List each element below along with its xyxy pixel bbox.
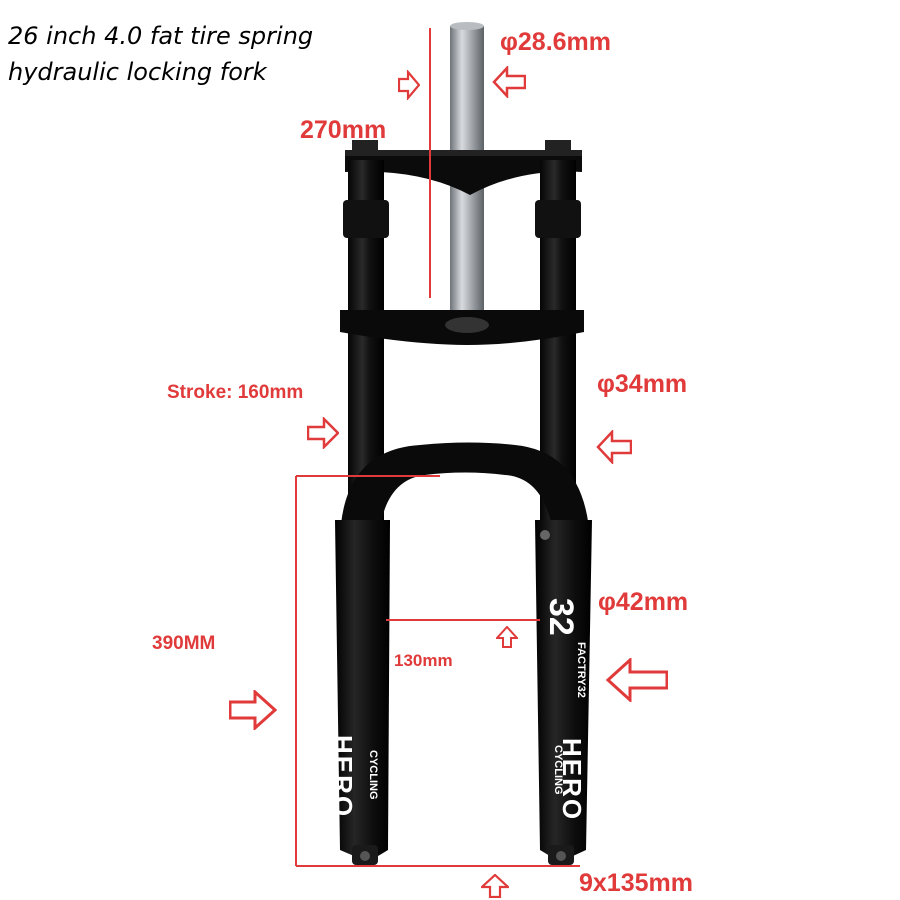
arrow-up-icon xyxy=(496,626,518,648)
axle-to-crown-label: 390MM xyxy=(152,633,216,654)
steerer-diameter-label: φ28.6mm xyxy=(500,28,611,56)
right-leg-decal-factory: FACTRY32 xyxy=(575,642,587,698)
right-leg-decal-model: 32 xyxy=(542,598,580,636)
upper-tube-diameter-label: φ34mm xyxy=(597,370,688,398)
upper-crown xyxy=(345,150,582,195)
arrow-left-icon xyxy=(492,66,526,98)
right-leg-decal-sub: CYCLING xyxy=(552,745,564,795)
steerer-length-label: 270mm xyxy=(300,116,387,144)
left-leg-decal-sub: CYCLING xyxy=(367,750,379,800)
right-lower-leg xyxy=(535,520,592,862)
arrow-right-icon xyxy=(398,70,420,100)
product-title-line-2: hydraulic locking fork xyxy=(8,58,267,86)
fork-arch xyxy=(340,442,590,545)
stroke-label: Stroke: 160mm xyxy=(167,382,304,403)
axle-spec-label: 9x135mm xyxy=(579,869,693,897)
product-title-line-1: 26 inch 4.0 fat tire spring xyxy=(8,22,314,50)
arrow-left-icon xyxy=(606,658,668,702)
arrow-left-icon xyxy=(596,430,632,464)
tire-clearance-label: 130mm xyxy=(394,651,453,670)
arrow-right-icon xyxy=(307,417,339,449)
left-leg-decal-model: 32 xyxy=(290,596,328,634)
arrow-right-icon xyxy=(229,690,277,730)
left-leg-decal-brand: HERO xyxy=(328,735,358,819)
lower-tube-diameter-label: φ42mm xyxy=(598,588,689,616)
arrow-up-icon xyxy=(481,874,509,898)
left-lower-leg xyxy=(335,520,390,862)
